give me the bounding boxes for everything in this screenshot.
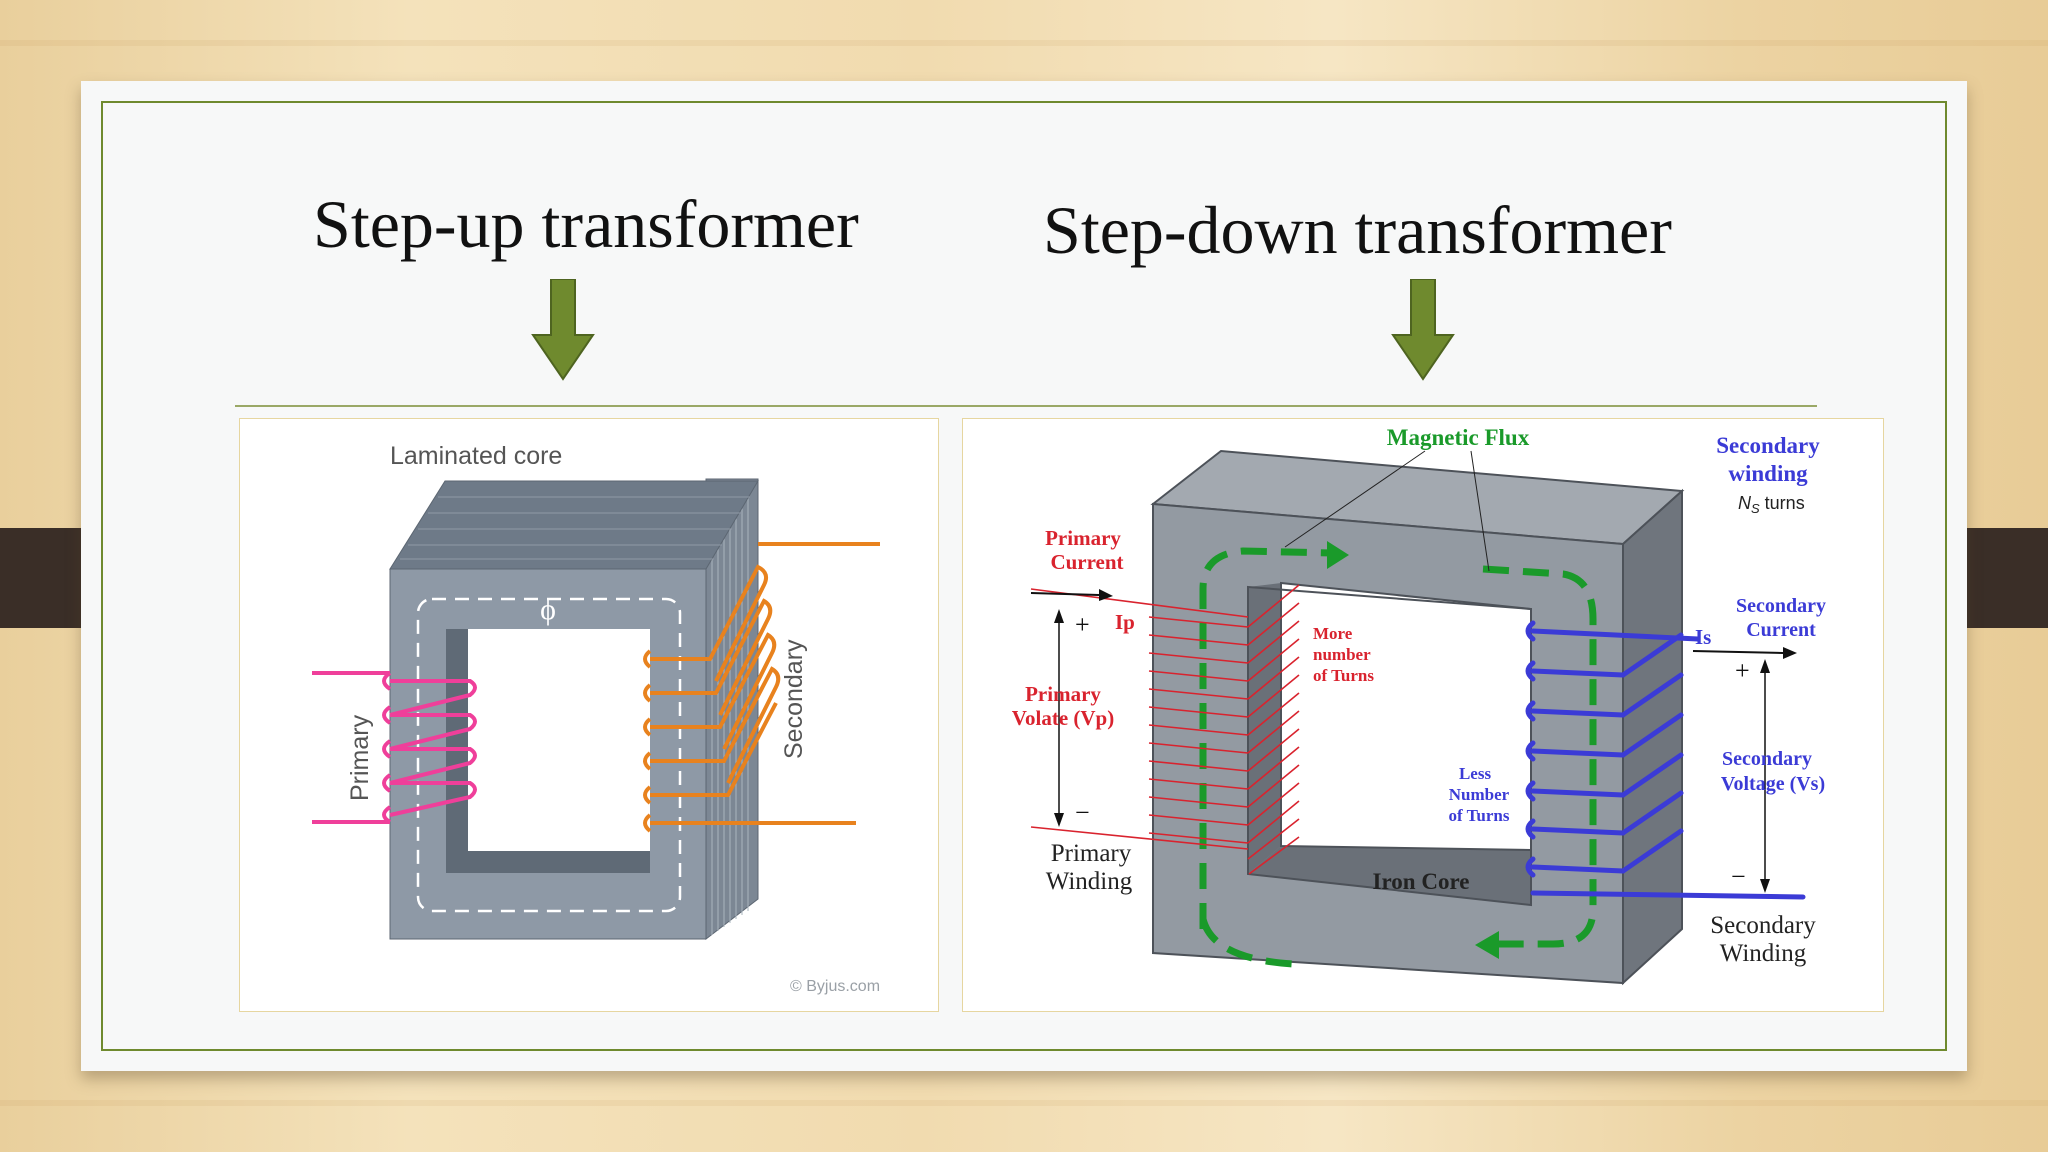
title-step-up: Step-up transformer — [313, 186, 859, 262]
primary-current-label-2: Current — [1050, 550, 1123, 574]
secondary-winding-bottom-label-2: Winding — [1720, 940, 1807, 967]
secondary-minus: − — [1731, 862, 1746, 891]
primary-winding-label-2: Winding — [1046, 868, 1133, 895]
wood-grain — [0, 40, 2048, 46]
secondary-winding-title-2: winding — [1728, 461, 1808, 486]
divider-line — [235, 405, 1817, 407]
ns-turns-label: NS turns — [1738, 493, 1805, 516]
secondary-current-label: Secondary — [1736, 595, 1826, 617]
wood-grain — [0, 1100, 2048, 1106]
down-arrow-right-icon — [1391, 279, 1455, 381]
down-arrow-left-icon — [531, 279, 595, 381]
secondary-label: Secondary — [780, 639, 808, 759]
primary-plus: + — [1075, 610, 1090, 639]
secondary-current-label-2: Current — [1746, 619, 1816, 641]
slide: Step-up transformer Step-down transforme… — [81, 81, 1967, 1071]
title-step-down: Step-down transformer — [1043, 192, 1672, 268]
magnetic-flux-label: Magnetic Flux — [1387, 425, 1530, 450]
step-down-diagram: Iron Core Magnetic Flux — [962, 418, 1884, 1012]
secondary-plus: + — [1735, 656, 1750, 685]
flux-symbol: ϕ — [540, 593, 556, 626]
primary-current-label: Primary — [1045, 526, 1121, 550]
secondary-winding-title: Secondary — [1716, 433, 1820, 458]
less-turns-label-3: of Turns — [1449, 806, 1510, 825]
secondary-voltage-label-2: Voltage (Vs) — [1721, 773, 1825, 795]
is-label: Is — [1695, 625, 1711, 649]
ip-label: Ip — [1115, 610, 1135, 634]
secondary-winding-bottom-label: Secondary — [1710, 912, 1816, 939]
primary-label: Primary — [346, 714, 374, 801]
more-turns-label: More — [1313, 624, 1353, 643]
primary-voltage-label-2: Volate (Vp) — [1012, 706, 1114, 730]
less-turns-label-2: Number — [1449, 785, 1510, 804]
less-turns-label: Less — [1459, 764, 1492, 783]
primary-minus: − — [1075, 798, 1090, 827]
more-turns-label-2: number — [1313, 645, 1371, 664]
step-up-diagram: Laminated core ϕ — [239, 418, 939, 1012]
primary-voltage-label: Primary — [1025, 682, 1101, 706]
slide-frame — [101, 101, 1947, 1051]
primary-winding-label: Primary — [1051, 840, 1132, 867]
credit-text: © Byjus.com — [790, 978, 880, 995]
iron-core-label: Iron Core — [1373, 869, 1470, 894]
more-turns-label-3: of Turns — [1313, 666, 1374, 685]
secondary-voltage-label: Secondary — [1722, 748, 1812, 770]
laminated-core-label: Laminated core — [390, 442, 562, 470]
